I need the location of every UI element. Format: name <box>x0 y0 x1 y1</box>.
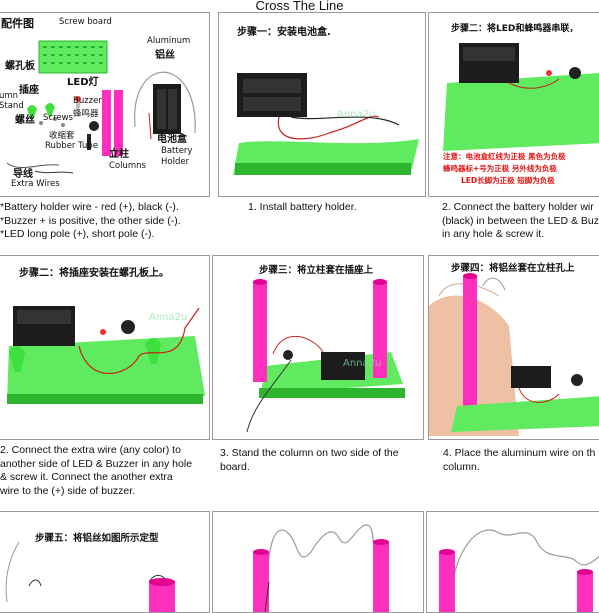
step2-caption-line: 2. Connect the battery holder wir <box>442 201 594 213</box>
step5-header: 步骤四：将铝丝套在立柱孔上 <box>451 263 575 274</box>
step2-caption-line: (black) in between the LED & Buz <box>442 214 599 227</box>
step4-header: 步骤三：将立柱套在插座上 <box>259 265 374 276</box>
step8-illustration <box>439 529 599 612</box>
step2-note: 注意：电池盒红线为正极 黑色为负极 <box>443 152 566 161</box>
label-buzzer: Buzzer <box>73 96 102 106</box>
label-screws-cn: 螺丝 <box>15 115 35 126</box>
label-rubber-tube: Rubber Tube <box>45 141 99 151</box>
step6-illustration <box>5 541 175 612</box>
page-title: Cross The Line <box>255 0 344 13</box>
label-battery-holder-cn: 电池盒 <box>157 134 187 145</box>
step2-caption-line: in any hole & screw it. <box>442 228 545 240</box>
step4-watermark: Anna2u <box>343 358 382 369</box>
step4-illustration <box>246 279 405 433</box>
parts-header: 配件图 <box>1 17 34 30</box>
label-battery: Battery <box>161 146 193 156</box>
step4-panel: 步骤三：将立柱套在插座上 Anna2u <box>212 255 424 440</box>
step4-caption-line: 3. Stand the column on two side of the <box>220 447 399 459</box>
step2-note: LED长脚为正极 短脚为负极 <box>461 176 555 185</box>
label-socket-cn: 插座 <box>19 85 39 96</box>
step8-panel <box>426 511 599 613</box>
step7-illustration <box>253 524 389 612</box>
label-extra-wires: Extra Wires <box>11 179 60 189</box>
step7-panel <box>212 511 424 613</box>
step5-caption: 4. Place the aluminum wire on th column. <box>443 447 595 474</box>
step3-caption-line: & screw it. Connect the another extra <box>0 471 173 483</box>
parts-note: *Battery holder wire - red (+), black (-… <box>0 201 179 213</box>
step2-caption: 2. Connect the battery holder wir (black… <box>442 201 599 242</box>
parts-illustration <box>6 40 196 174</box>
step2-note: 蜂鸣器标+号为正极 另外线为负极 <box>443 164 557 173</box>
label-screw-board: Screw board <box>59 17 112 27</box>
step5-panel: 步骤四：将铝丝套在立柱孔上 <box>428 255 599 440</box>
label-column-stand-a: umn <box>0 91 19 101</box>
parts-notes: *Battery holder wire - red (+), black (-… <box>0 201 210 242</box>
step4-caption-line: board. <box>220 460 250 473</box>
label-screw-board-cn: 螺孔板 <box>5 61 35 72</box>
step1-panel: 步骤一：安装电池盒. Anna2u <box>218 12 426 197</box>
step3-panel: 步骤二：将插座安装在螺孔板上。 Anna2u <box>0 255 210 440</box>
step3-caption-line: 2. Connect the extra wire (any color) to <box>0 444 181 456</box>
label-rubber-tube-cn: 收缩套 <box>49 131 75 141</box>
parts-note: *Buzzer + is positive, the other side (-… <box>0 214 181 227</box>
step1-header: 步骤一：安装电池盒. <box>237 27 331 38</box>
step6-panel: 步骤五：将铝丝如图所示定型 <box>0 511 210 613</box>
step5-caption-line: 4. Place the aluminum wire on th <box>443 447 596 459</box>
step1-watermark: Anna2u <box>337 109 376 120</box>
step3-caption-line: another side of LED & Buzzer in any hole <box>0 457 193 470</box>
step1-caption: 1. Install battery holder. <box>248 201 357 213</box>
step2-notes: 注意：电池盒红线为正极 黑色为负极 蜂鸣器标+号为正极 另外线为负极 LED长脚… <box>443 151 566 187</box>
label-holder: Holder <box>161 157 190 167</box>
step4-caption: 3. Stand the column on two side of the b… <box>220 447 399 474</box>
step6-header: 步骤五：将铝丝如图所示定型 <box>35 533 159 544</box>
step5-illustration <box>429 273 599 436</box>
step2-panel: 步骤二：将LED和蜂鸣器串联， 注意：电池盒红线为正极 黑色为负极 蜂鸣器标+号… <box>428 12 599 197</box>
step2-header: 步骤二：将LED和蜂鸣器串联， <box>451 24 579 34</box>
label-wire-cn: 导线 <box>13 169 33 180</box>
step3-header: 步骤二：将插座安装在螺孔板上。 <box>19 268 169 279</box>
label-screws: Screws <box>43 113 73 123</box>
label-columns: Columns <box>109 161 146 171</box>
label-buzzer-cn: 蜂鸣器 <box>73 109 99 119</box>
label-column-cn: 立柱 <box>109 149 129 160</box>
parts-note: *LED long pole (+), short pole (-). <box>0 228 155 240</box>
step5-caption-line: column. <box>443 460 480 473</box>
label-led-cn: LED灯 <box>67 77 99 88</box>
label-aluminum-cn: 铝丝 <box>155 50 175 61</box>
step3-caption: 2. Connect the extra wire (any color) to… <box>0 444 192 498</box>
label-column-stand-b: Stand <box>0 101 24 111</box>
parts-panel: 配件图 Screw board 螺孔板 插座 umn Stand LED灯 Bu… <box>0 12 210 197</box>
step2-illustration <box>443 43 599 151</box>
label-aluminum: Aluminum <box>147 36 191 46</box>
step1-illustration <box>233 73 419 175</box>
step3-illustration <box>7 306 205 404</box>
step3-caption-line: wire to the (+) side of buzzer. <box>0 484 136 497</box>
step3-watermark: Anna2u <box>149 312 188 323</box>
